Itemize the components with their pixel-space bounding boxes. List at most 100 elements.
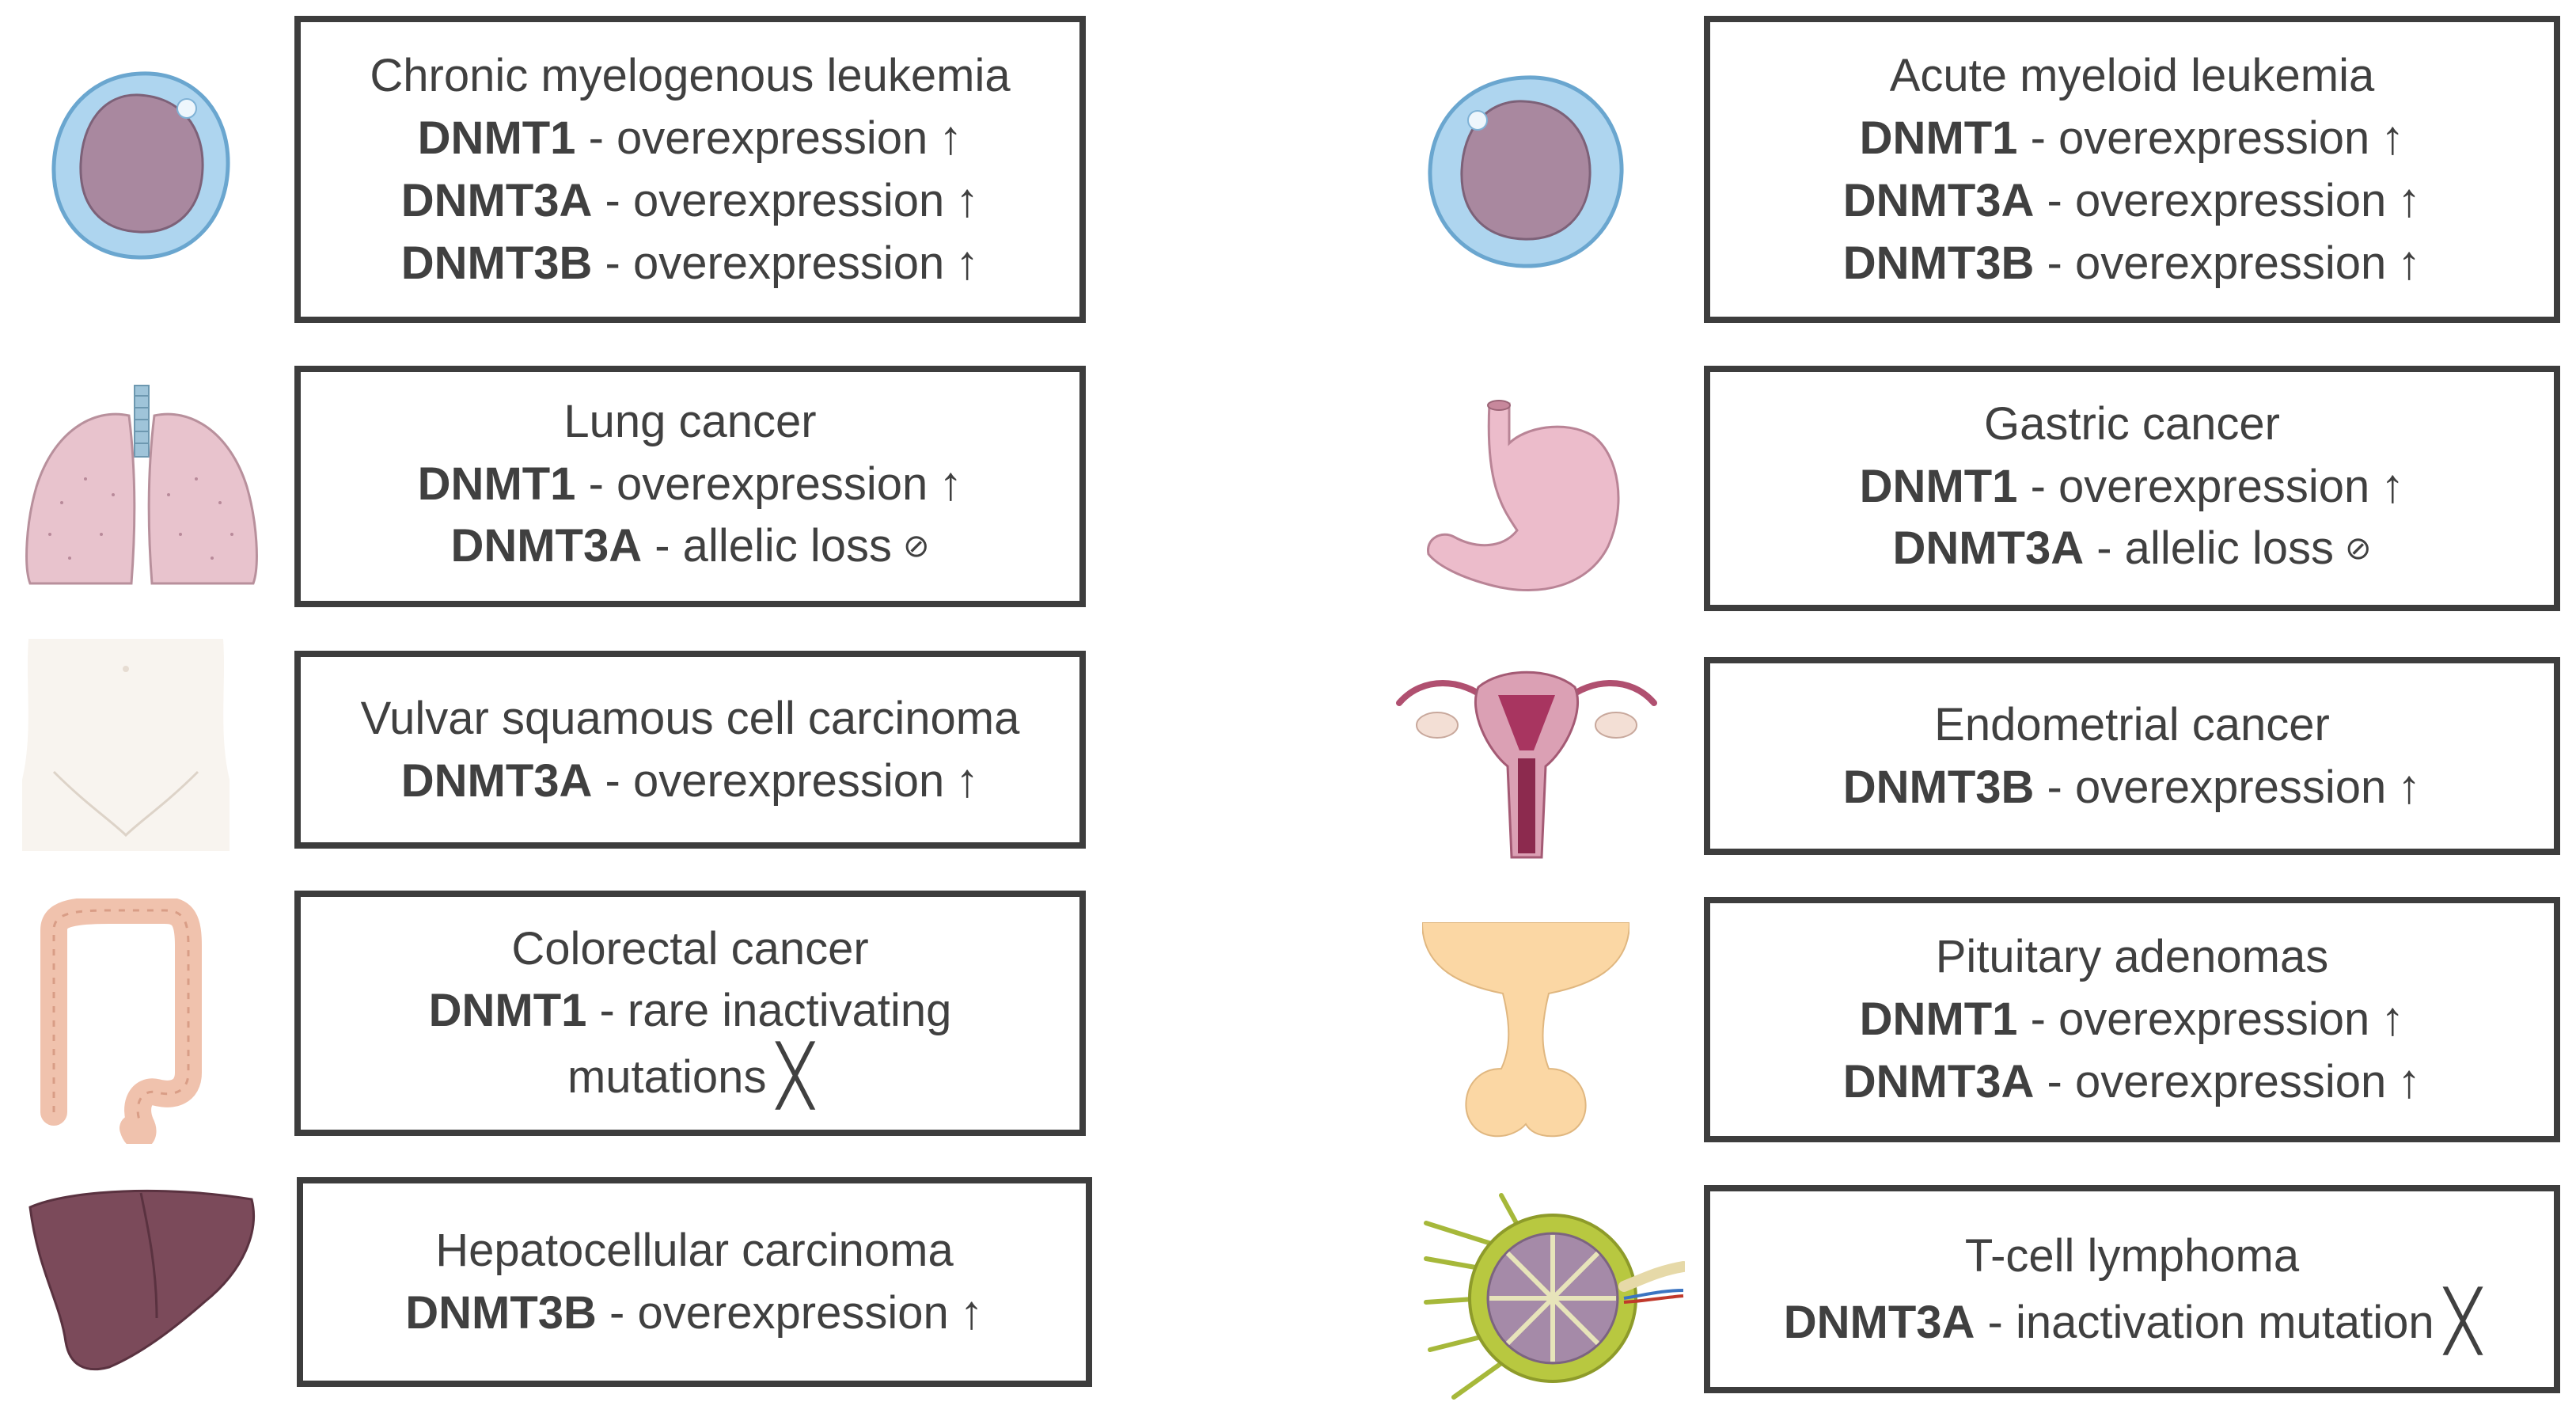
gene-name: DNMT3A [450, 520, 643, 572]
gene-effect: - overexpression [2034, 761, 2387, 813]
stomach-icon [1422, 396, 1629, 598]
box-title: Endometrial cancer [1934, 698, 2330, 750]
gene-line: DNMT3A - overexpression↑ [401, 169, 980, 232]
gene-line: DNMT1 - rare inactivating [429, 980, 952, 1042]
gene-line: DNMT3A - inactivation mutation╳ [1784, 1287, 2481, 1354]
box-aml: Acute myeloid leukemia DNMT1 - overexpre… [1704, 16, 2560, 323]
pituitary-icon [1422, 922, 1629, 1140]
gene-effect: - rare inactivating [586, 985, 952, 1036]
gene-effect: - overexpression [596, 1287, 949, 1339]
up-arrow-icon: ↑ [939, 110, 963, 164]
gene-line: DNMT3B - overexpression↑ [405, 1282, 984, 1344]
up-arrow-icon: ↑ [955, 173, 980, 226]
gene-line: DNMT3A - overexpression↑ [401, 750, 980, 812]
gene-line: DNMT1 - overexpression↑ [1860, 107, 2405, 169]
gene-name: DNMT3A [1783, 1296, 1975, 1348]
lymph-node-icon [1422, 1191, 1685, 1405]
box-title: Lung cancer [563, 396, 817, 447]
colon-icon [22, 898, 206, 1144]
gene-name: DNMT3B [1842, 237, 2035, 289]
gene-effect: - overexpression [2034, 237, 2387, 289]
box-endometrial: Endometrial cancer DNMT3B - overexpressi… [1704, 657, 2560, 855]
null-symbol-icon: ⊘ [2345, 530, 2372, 566]
pelvis-icon [22, 637, 230, 851]
box-hcc: Hepatocellular carcinoma DNMT3B - overex… [297, 1177, 1092, 1387]
gene-effect: - overexpression [592, 754, 945, 807]
gene-name: DNMT3B [405, 1287, 597, 1339]
box-colorectal: Colorectal cancer DNMT1 - rare inactivat… [294, 891, 1086, 1136]
up-arrow-icon: ↑ [959, 1286, 984, 1339]
gene-name: DNMT1 [417, 112, 576, 164]
box-vulvar: Vulvar squamous cell carcinoma DNMT3A - … [294, 651, 1086, 849]
gene-effect: - overexpression [2017, 112, 2370, 164]
cross-icon: ╳ [777, 1043, 814, 1108]
up-arrow-icon: ↑ [2397, 173, 2422, 226]
cell-icon [1422, 71, 1629, 273]
box-gastric: Gastric cancer DNMT1 - overexpression↑ D… [1704, 366, 2560, 611]
gene-effect: - overexpression [592, 237, 945, 289]
gene-line: DNMT1 - overexpression↑ [1860, 988, 2405, 1050]
gene-line: DNMT1 - overexpression↑ [418, 453, 963, 515]
gene-name: DNMT1 [1859, 112, 2018, 164]
box-title: Hepatocellular carcinoma [435, 1225, 954, 1276]
gene-effect: - overexpression [2017, 993, 2370, 1045]
gene-line: DNMT1 - overexpression↑ [1860, 455, 2405, 518]
uterus-icon [1391, 663, 1662, 860]
box-title: Chronic myelogenous leukemia [370, 49, 1011, 101]
box-title: Colorectal cancer [511, 923, 869, 974]
gene-name: DNMT3A [400, 754, 593, 807]
gene-line: DNMT3A - allelic loss ⊘ [450, 515, 929, 582]
gene-effect: - allelic loss [2084, 522, 2334, 574]
gene-line: DNMT1 - overexpression↑ [418, 107, 963, 169]
gene-name: DNMT3A [400, 174, 593, 226]
gene-name: DNMT3A [1842, 1056, 2035, 1107]
gene-line: mutations╳ [567, 1042, 813, 1108]
gene-effect: - allelic loss [642, 520, 892, 572]
gene-name: DNMT3A [1892, 522, 2085, 574]
gene-name: DNMT3B [400, 237, 593, 289]
cell-icon [46, 67, 236, 265]
up-arrow-icon: ↑ [2397, 759, 2422, 813]
cross-icon: ╳ [2445, 1287, 2481, 1354]
gene-effect: - overexpression [2034, 1056, 2387, 1107]
lungs-icon [22, 384, 261, 590]
box-tcell: T-cell lymphoma DNMT3A - inactivation mu… [1704, 1185, 2560, 1393]
gene-effect: - overexpression [575, 112, 928, 164]
gene-effect: - inactivation mutation [1975, 1296, 2434, 1348]
liver-icon [22, 1183, 260, 1373]
gene-effect: - overexpression [592, 174, 945, 226]
up-arrow-icon: ↑ [2397, 1054, 2422, 1107]
gene-line: DNMT3B - overexpression↑ [1843, 232, 2422, 294]
box-lung: Lung cancer DNMT1 - overexpression↑ DNMT… [294, 366, 1086, 607]
gene-name: DNMT3B [1842, 761, 2035, 813]
up-arrow-icon: ↑ [2381, 992, 2405, 1045]
box-cml: Chronic myelogenous leukemia DNMT1 - ove… [294, 16, 1086, 323]
box-title: Vulvar squamous cell carcinoma [360, 692, 1020, 744]
gene-effect: - overexpression [2034, 174, 2387, 226]
null-symbol-icon: ⊘ [903, 529, 930, 564]
box-title: Acute myeloid leukemia [1889, 49, 2375, 101]
up-arrow-icon: ↑ [2381, 110, 2405, 164]
gene-name: DNMT3A [1842, 174, 2035, 226]
up-arrow-icon: ↑ [955, 235, 980, 289]
box-pituitary: Pituitary adenomas DNMT1 - overexpressio… [1704, 897, 2560, 1142]
gene-name: DNMT1 [428, 985, 587, 1036]
up-arrow-icon: ↑ [2397, 235, 2422, 289]
gene-name: DNMT1 [1859, 460, 2018, 512]
box-title: Pituitary adenomas [1935, 931, 2329, 982]
gene-name: DNMT1 [417, 458, 576, 510]
gene-name: DNMT1 [1859, 993, 2018, 1045]
gene-effect: - overexpression [2017, 460, 2370, 512]
gene-effect: mutations [567, 1051, 767, 1103]
gene-line: DNMT3A - allelic loss ⊘ [1892, 518, 2371, 584]
box-title: Gastric cancer [1984, 397, 2280, 450]
gene-line: DNMT3B - overexpression↑ [1843, 756, 2422, 819]
gene-line: DNMT3A - overexpression↑ [1843, 169, 2422, 232]
gene-effect: - overexpression [575, 458, 928, 510]
box-title: T-cell lymphoma [1964, 1229, 2300, 1282]
up-arrow-icon: ↑ [939, 457, 963, 510]
gene-line: DNMT3B - overexpression↑ [401, 232, 980, 294]
gene-line: DNMT3A - overexpression↑ [1843, 1050, 2422, 1113]
up-arrow-icon: ↑ [955, 753, 980, 807]
up-arrow-icon: ↑ [2381, 458, 2405, 512]
